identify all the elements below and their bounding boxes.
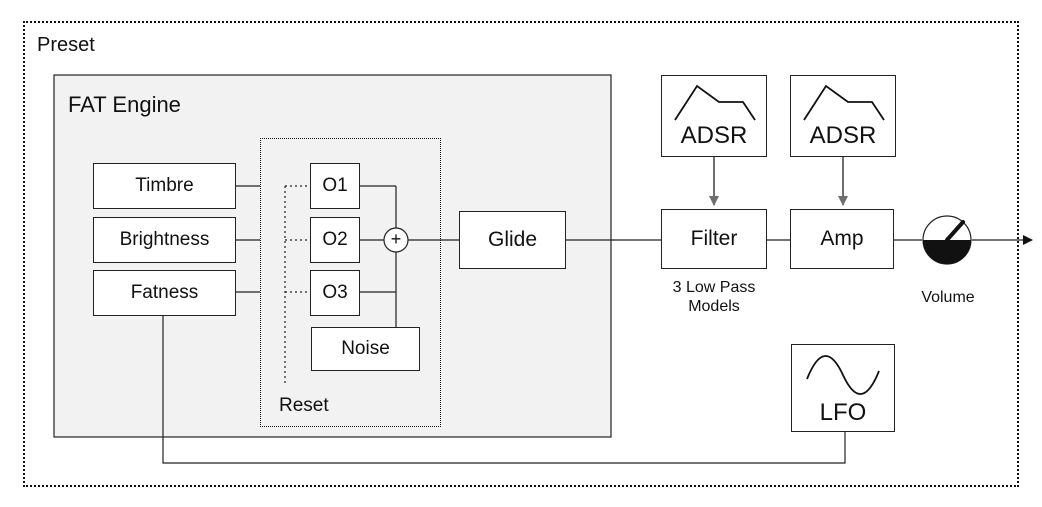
osc-bus (360, 185, 459, 328)
reset-lines (284, 185, 311, 384)
noise-label: Noise (341, 338, 390, 359)
adsr-amp-label: ADSR (809, 122, 877, 149)
lfo-line (162, 310, 846, 464)
oscillator-2-box: O2 (310, 217, 360, 263)
oscillator-3-box: O3 (310, 270, 360, 316)
fat-engine-label: FAT Engine (68, 92, 181, 117)
preset-region (23, 21, 1019, 487)
noise-box: Noise (311, 327, 420, 371)
sine-wave-icon (806, 355, 880, 395)
volume-knob-icon (922, 215, 972, 265)
amp-label: Amp (820, 227, 864, 250)
filter-models-note-line1: 3 Low Pass (672, 279, 756, 296)
adsr-amp-box: ADSR (790, 75, 896, 157)
glide-box: Glide (459, 211, 566, 269)
adsr-envelope-icon (803, 84, 885, 121)
filter-box: Filter (661, 209, 767, 269)
oscillator-1-box: O1 (310, 163, 360, 209)
brightness-box: Brightness (93, 217, 236, 263)
mixer-plus-symbol: + (390, 229, 402, 249)
mixer-circle (383, 227, 409, 253)
preset-label: Preset (37, 34, 95, 56)
lfo-box: LFO (791, 344, 895, 432)
oscillator-2-label: O2 (322, 229, 348, 250)
timbre-box: Timbre (93, 163, 236, 209)
adsr-filter-label: ADSR (680, 122, 748, 149)
volume-label: Volume (921, 289, 975, 306)
adsr-filter-box: ADSR (661, 75, 767, 157)
oscillator-1-label: O1 (322, 175, 348, 196)
adsr-envelope-icon (674, 84, 756, 121)
reset-label: Reset (279, 395, 329, 416)
filter-label: Filter (690, 227, 738, 250)
oscillator-3-label: O3 (322, 282, 348, 303)
timbre-label: Timbre (135, 175, 194, 196)
glide-label: Glide (487, 228, 538, 251)
control-lines (236, 185, 260, 293)
fatness-label: Fatness (130, 282, 199, 303)
fatness-box: Fatness (93, 270, 236, 316)
reset-region (260, 138, 441, 427)
amp-box: Amp (790, 209, 894, 269)
filter-models-note-line2: Models (688, 298, 740, 315)
adsr-arrows (709, 157, 848, 206)
brightness-label: Brightness (119, 229, 210, 250)
lfo-label: LFO (819, 399, 867, 426)
